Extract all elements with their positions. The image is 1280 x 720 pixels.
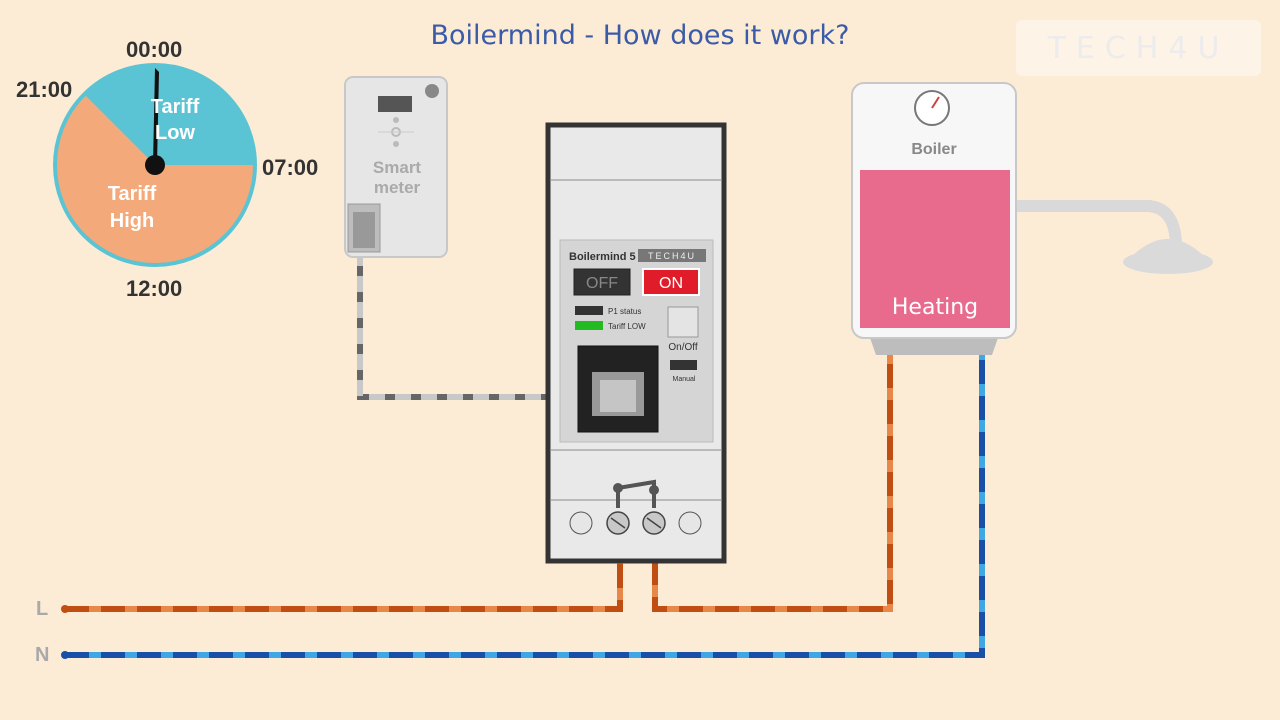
neutral-wire xyxy=(65,355,985,658)
tariff-low-line1: Tariff xyxy=(151,96,200,118)
boiler-label: Boiler xyxy=(911,141,956,158)
p1-status-label: P1 status xyxy=(608,307,641,316)
on-off-label: On/Off xyxy=(668,342,697,353)
smart-meter-display xyxy=(378,96,412,112)
boilermind-device: Boilermind 5 TECH4U OFF ON P1 status Tar… xyxy=(545,122,727,564)
tariff-low-label: Tariff LOW xyxy=(608,322,646,331)
wiring xyxy=(61,250,985,659)
tariff-high-line1: Tariff xyxy=(108,183,157,205)
smart-meter-label-line2: meter xyxy=(374,178,421,197)
smart-meter: Smart meter xyxy=(344,76,448,258)
clock-pivot xyxy=(145,155,165,175)
neutral-wire-end xyxy=(61,651,69,659)
shower-pipe xyxy=(1016,200,1152,212)
neutral-wire-label: N xyxy=(35,644,50,666)
logo-text: TECH4U xyxy=(1047,30,1230,66)
clock-label-0000: 00:00 xyxy=(126,37,183,62)
manual-button[interactable] xyxy=(670,360,697,370)
clock-label-1200: 12:00 xyxy=(126,276,183,301)
live-wire-base xyxy=(65,525,623,612)
heating-indicator xyxy=(860,170,1010,328)
data-cable xyxy=(357,250,612,400)
clock-hand xyxy=(153,68,159,165)
clock-label-2100: 21:00 xyxy=(16,77,73,102)
terminal-empty-2 xyxy=(678,511,702,535)
smart-meter-label-line1: Smart xyxy=(373,158,422,177)
tariff-clock: Tariff Low Tariff High xyxy=(53,63,257,267)
smart-meter-led xyxy=(425,84,439,98)
terminal-block xyxy=(569,479,702,535)
heating-status: Heating xyxy=(892,295,978,320)
live-wire xyxy=(65,525,623,612)
page-title: Boilermind - How does it work? xyxy=(430,20,850,51)
device-brand: TECH4U xyxy=(648,251,696,261)
terminal-empty-1 xyxy=(569,511,593,535)
on-button[interactable]: ON xyxy=(642,268,700,296)
tariff-high-line2: High xyxy=(110,210,154,232)
on-off-button[interactable] xyxy=(667,306,699,338)
live-wire-end xyxy=(61,605,69,613)
live-wire-load xyxy=(652,355,893,612)
on-button-label: ON xyxy=(659,275,683,292)
tariff-low-sector-left xyxy=(84,64,155,165)
boiler: Boiler Heating xyxy=(851,82,1213,355)
p1-status-led xyxy=(575,306,603,315)
live-wire-label: L xyxy=(36,598,49,620)
device-brand-badge xyxy=(638,249,706,262)
tariff-low-line2: Low xyxy=(155,122,195,144)
device-name: Boilermind 5 xyxy=(569,251,636,263)
off-button[interactable]: OFF xyxy=(573,268,631,296)
tariff-low-sector xyxy=(155,65,255,165)
tech4u-logo: TECH4U xyxy=(1016,20,1261,76)
manual-label: Manual xyxy=(673,376,696,383)
tariff-low-led xyxy=(575,321,603,330)
off-button-label: OFF xyxy=(586,275,618,292)
clock-label-0700: 07:00 xyxy=(262,155,319,180)
